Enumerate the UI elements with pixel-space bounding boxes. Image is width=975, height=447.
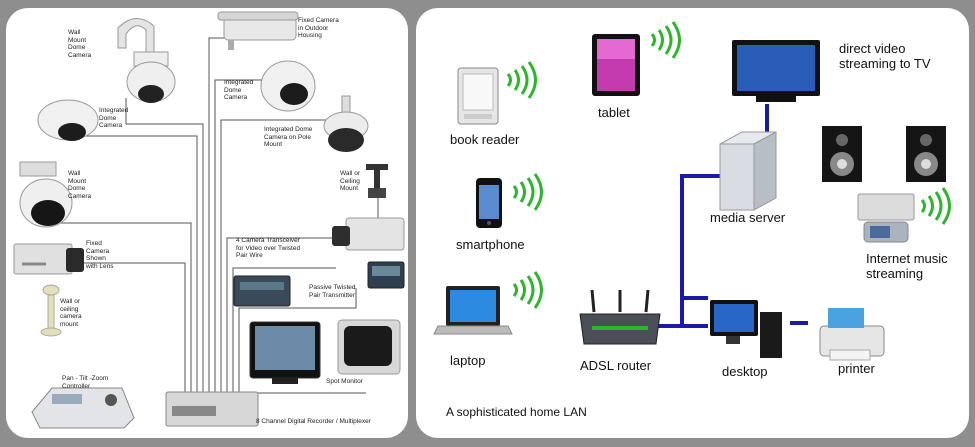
label-transceiver: 4 Camera Transceiver for Video over Twis… (236, 237, 301, 259)
music-streamer-device (857, 193, 915, 243)
media-server-device (719, 131, 777, 211)
smartphone-device (476, 178, 502, 228)
security-wiring (60, 37, 379, 400)
ptz-controller (31, 387, 135, 429)
label-spot-monitor: Spot Monitor (326, 378, 363, 385)
tv-device (732, 40, 820, 102)
printer-device (819, 308, 885, 361)
integrated-dome-camera-top (260, 60, 316, 112)
label-passive-transmitter: Passive Twisted Pair Transmitter (309, 284, 356, 299)
diagram-caption: A sophisticated home LAN (446, 405, 587, 419)
spot-monitor (337, 319, 401, 375)
wifi-tablet (650, 20, 681, 60)
wall-mount-dome-camera-mid (19, 161, 73, 228)
speaker-left (822, 126, 862, 182)
desktop-computer-device (710, 300, 782, 358)
label-smartphone: smartphone (456, 237, 525, 252)
book-reader-device (457, 67, 499, 125)
label-laptop: laptop (450, 353, 486, 368)
ceiling-mount-bracket (366, 164, 388, 198)
box-camera-right (332, 217, 405, 251)
label-integrated-dome-top: Integrated Dome Camera (224, 79, 254, 101)
label-ptz-controller: Pan - Tilt -Zoom Controller (62, 375, 109, 390)
label-fixed-outdoor: Fixed Camera in Outdoor Housing (298, 17, 339, 39)
wall-mount-dome-camera-top (117, 18, 176, 103)
security-diagram-graphics (13, 11, 405, 429)
label-wall-mount-dome-top: Wall Mount Dome Camera (68, 29, 92, 59)
wifi-laptop (512, 270, 543, 310)
camera-transceiver (233, 275, 291, 307)
label-printer: printer (838, 361, 875, 376)
wifi-music-streamer (920, 186, 951, 226)
label-ceiling-camera-mount: Wall or ceiling camera mount (60, 298, 82, 328)
wifi-book-reader (506, 60, 537, 100)
label-integrated-dome-left: Integrated Dome Camera (99, 107, 129, 129)
home-lan-graphics (433, 20, 951, 361)
lan-links (656, 104, 808, 328)
wifi-smartphone (512, 172, 543, 212)
label-book-reader: book reader (450, 132, 520, 147)
pole-mount-dome-camera (323, 95, 369, 152)
digital-recorder (165, 391, 259, 427)
label-fixed-lens: Fixed Camera Shown with Lens (86, 240, 114, 270)
security-camera-panel: Wall Mount Dome Camera Fixed Camera in O… (6, 8, 408, 438)
speaker-right (906, 126, 946, 182)
label-wall-mount-dome-mid: Wall Mount Dome Camera (68, 170, 92, 200)
security-monitor (249, 321, 321, 384)
passive-transmitter (367, 261, 405, 289)
label-desktop: desktop (722, 364, 768, 379)
label-recorder: 8 Channel Digital Recorder / Multiplexer (256, 418, 371, 425)
adsl-router-device (579, 289, 661, 345)
label-tablet: tablet (598, 105, 630, 120)
label-media-server: media server (710, 210, 786, 225)
label-adsl-router: ADSL router (580, 358, 652, 373)
ceiling-camera-mount-post (40, 284, 62, 337)
integrated-dome-camera-left (37, 99, 99, 141)
label-wall-ceiling-mount: Wall or Ceiling Mount (340, 170, 360, 192)
label-pole-mount: Integrated Dome Camera on Pole Mount (264, 126, 313, 148)
fixed-camera-outdoor-housing (217, 11, 299, 50)
label-direct-video: direct video streaming to TV (839, 41, 931, 71)
fixed-camera-with-lens (13, 243, 84, 275)
home-lan-panel: book reader tablet direct video streamin… (416, 8, 969, 438)
laptop-device (433, 286, 513, 335)
label-internet-music: Internet music streaming (866, 251, 948, 281)
tablet-device (592, 34, 640, 96)
